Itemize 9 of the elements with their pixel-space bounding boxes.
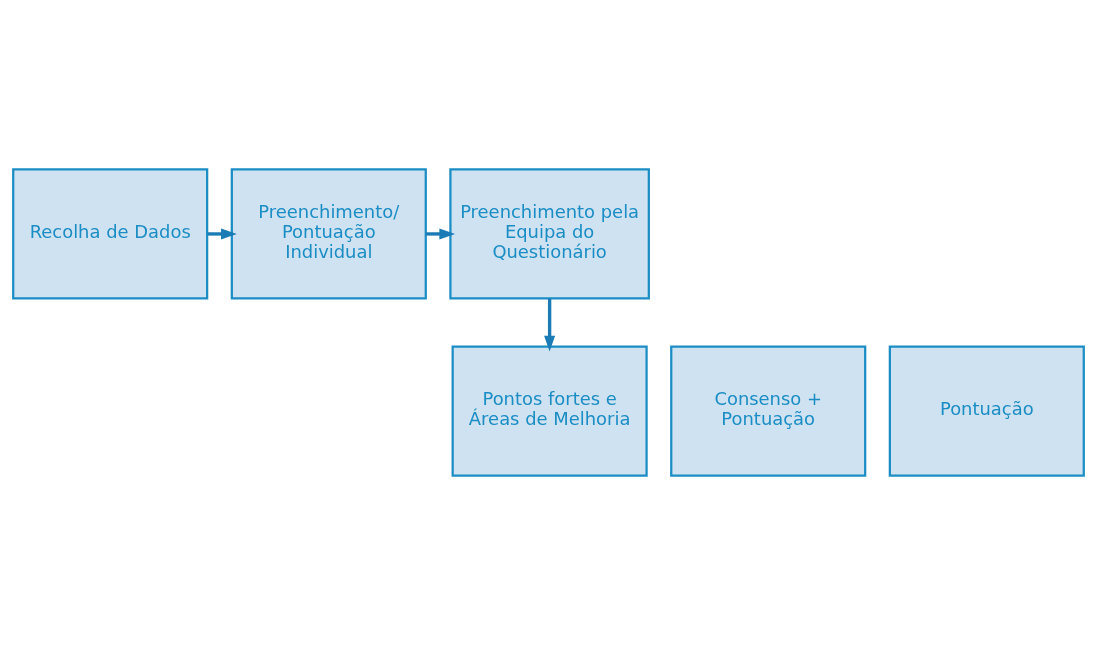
node-box: Recolha de Dados [12, 168, 209, 300]
node-box: Preenchimento/ Pontuação Individual [230, 168, 427, 300]
node-box: Preenchimento pela Equipa do Questionário [449, 168, 650, 300]
node-box: Consenso + Pontuação [670, 345, 867, 477]
node-box: Pontuação [888, 345, 1085, 477]
arrow [425, 228, 456, 240]
arrow [207, 228, 237, 240]
node-box: Pontos fortes e Áreas de Melhoria [451, 345, 648, 477]
arrow [544, 298, 556, 352]
